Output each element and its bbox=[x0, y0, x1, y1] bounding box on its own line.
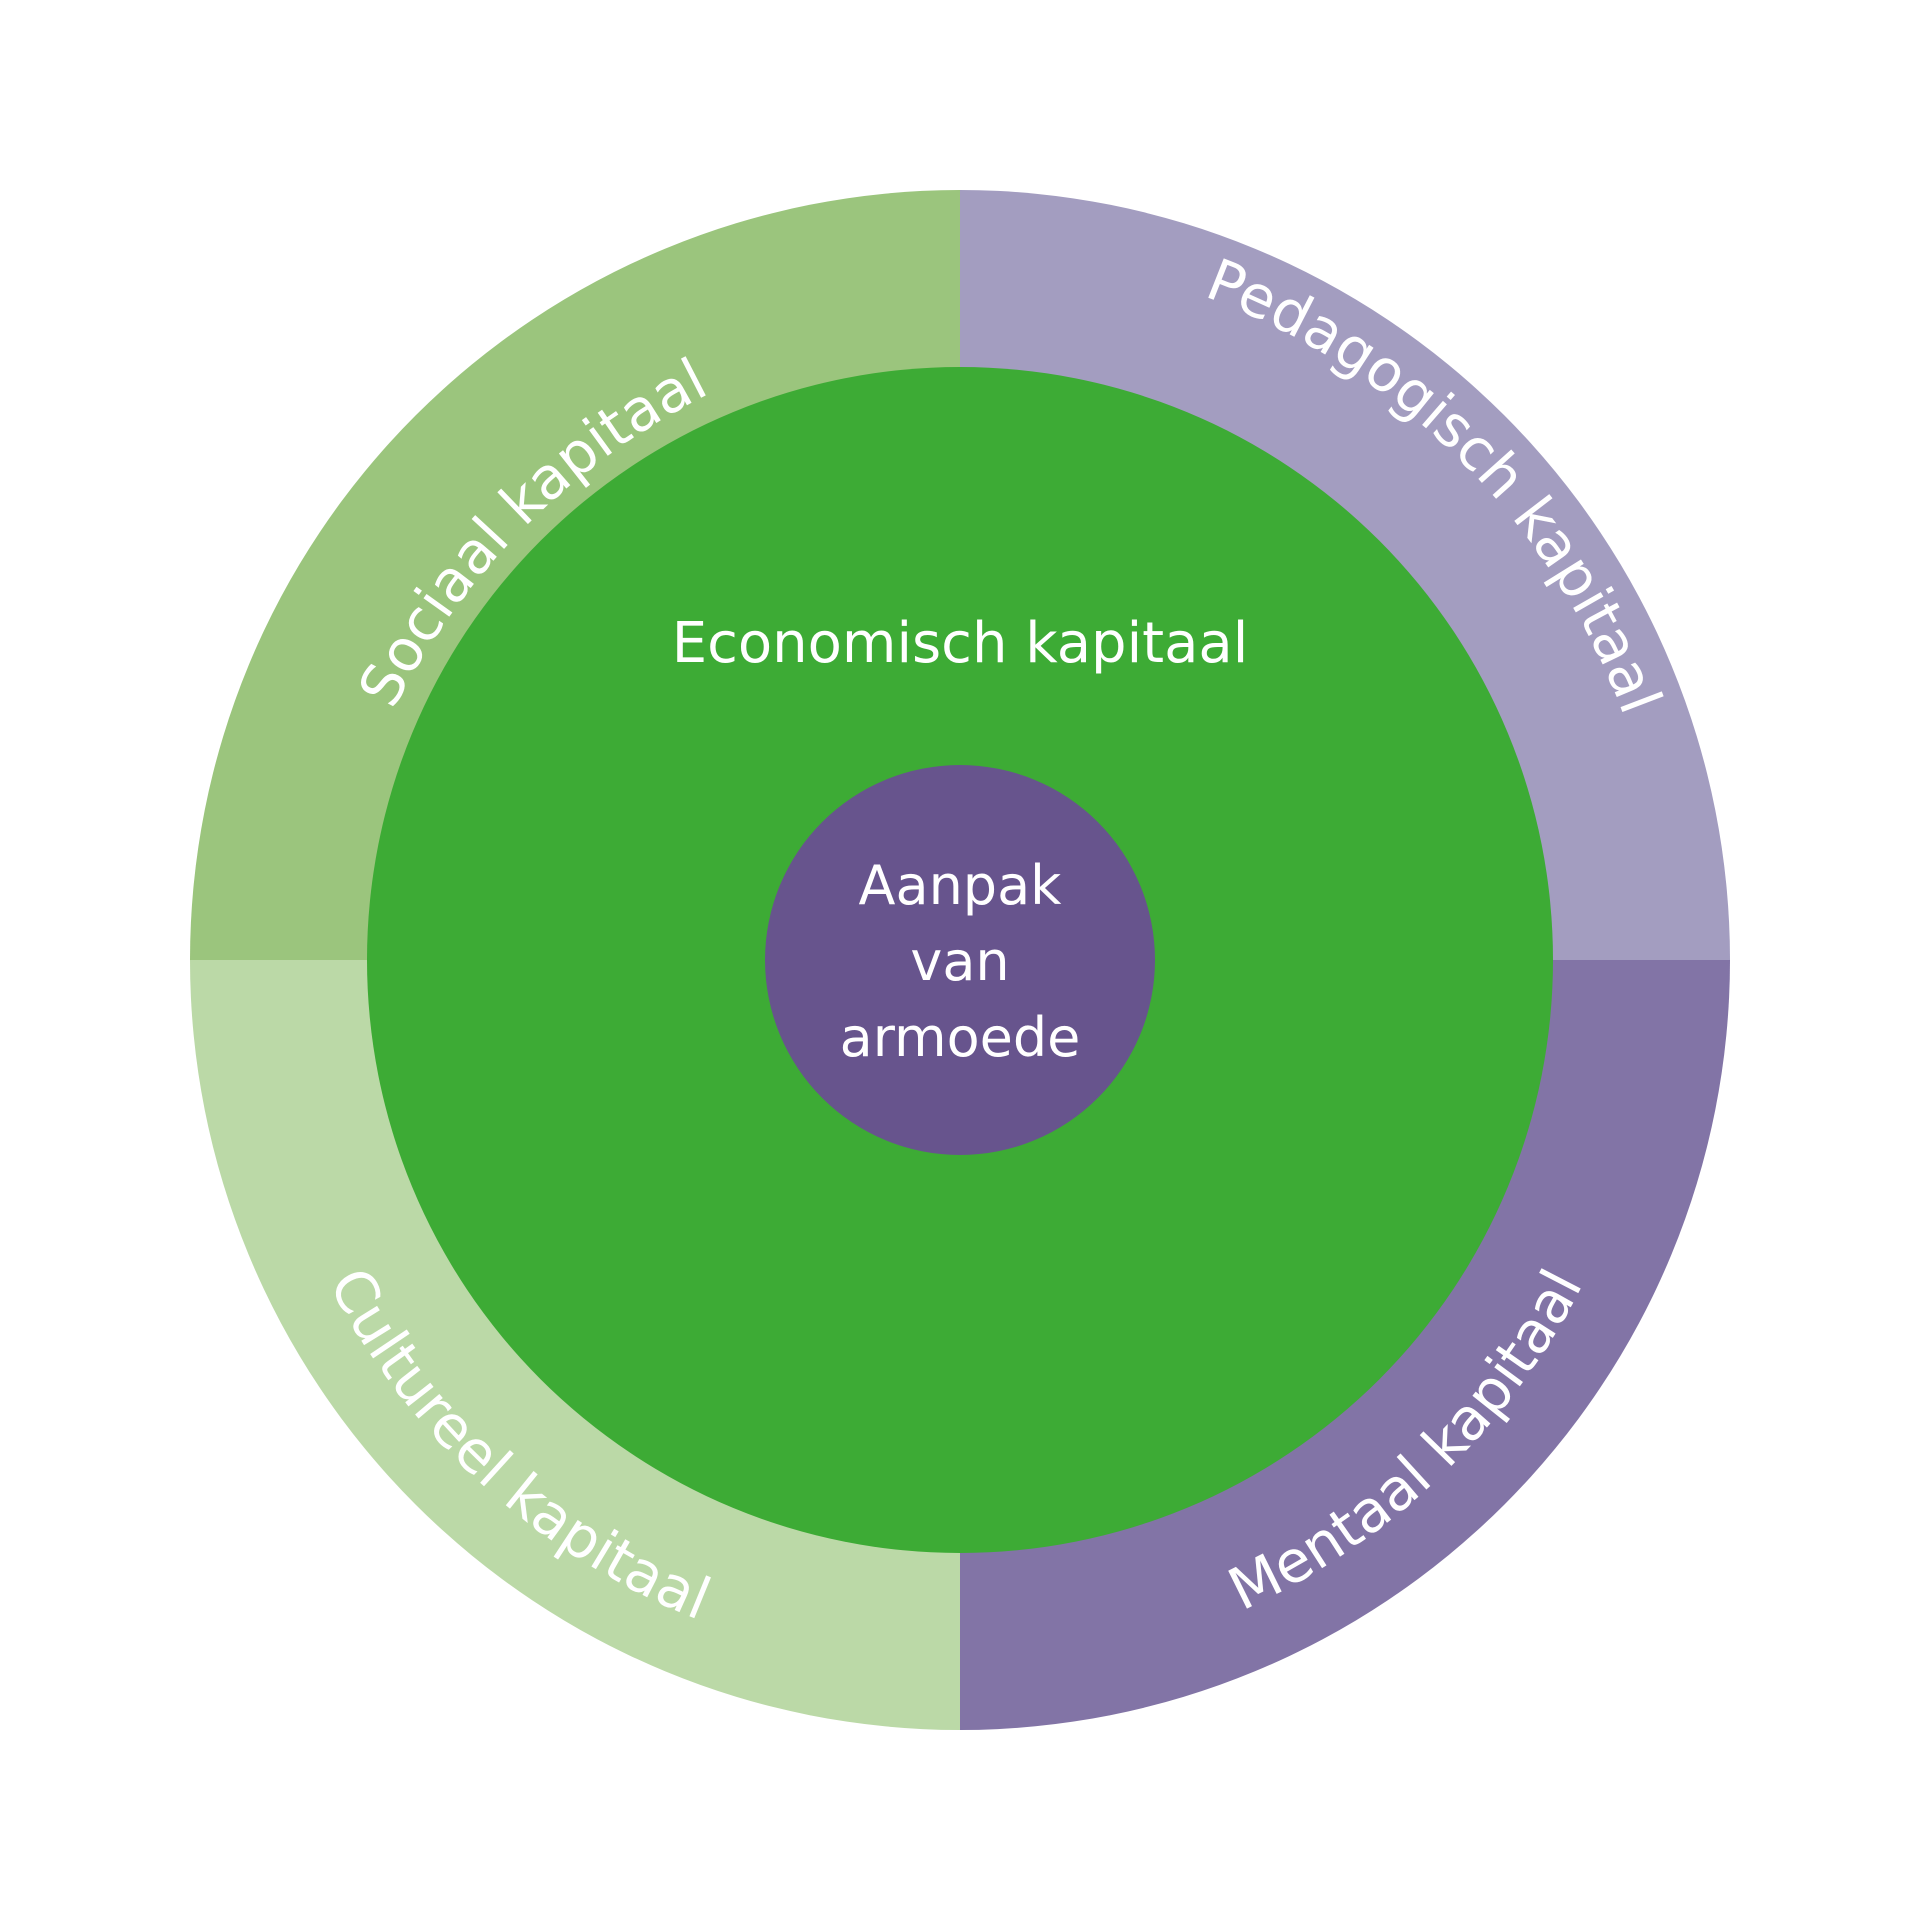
center-label-line-1: Aanpak bbox=[859, 854, 1063, 917]
center-label-line-3: armoede bbox=[840, 1006, 1081, 1069]
center-label-line-2: van bbox=[910, 930, 1009, 993]
center-circle bbox=[765, 765, 1155, 1155]
label-economisch-kapitaal: Economisch kapitaal bbox=[672, 611, 1249, 676]
